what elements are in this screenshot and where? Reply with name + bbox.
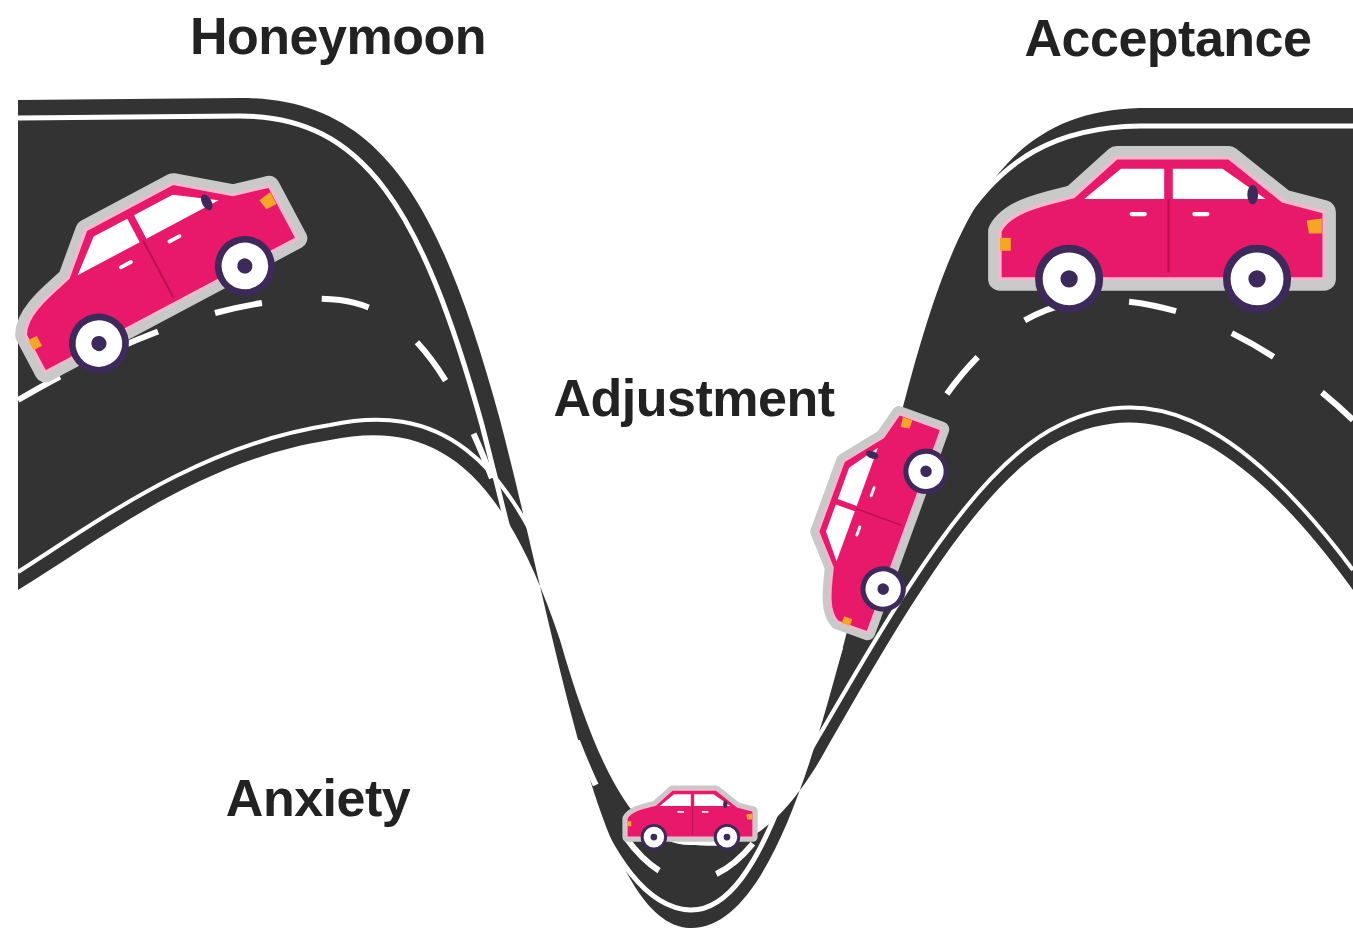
car-anxiety <box>627 790 753 849</box>
car-adjustment <box>792 402 961 639</box>
stage-label: Honeymoon <box>190 8 486 65</box>
car-honeymoon <box>0 144 309 395</box>
stage-label: Acceptance <box>1025 10 1312 67</box>
stage-label: Adjustment <box>554 370 835 427</box>
road-center-dashes <box>18 299 1353 880</box>
stage-label: Anxiety <box>226 770 410 827</box>
road-inner-line <box>18 407 1353 830</box>
car-acceptance <box>1000 158 1324 309</box>
